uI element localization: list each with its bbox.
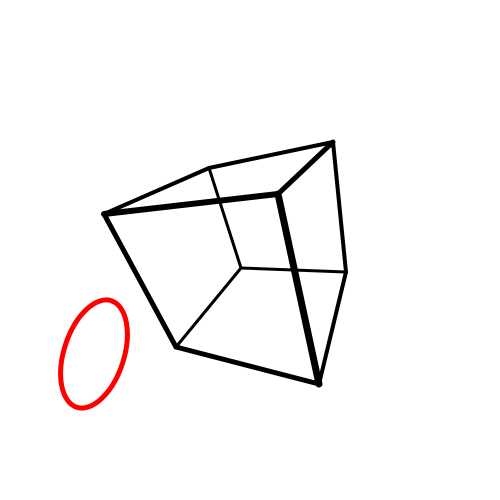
edge-right-to-bottom-right xyxy=(317,270,348,386)
edge-front-top-to-top-right xyxy=(275,139,336,197)
edge-top-to-top-right xyxy=(207,140,335,170)
back-edge-top-to-inner xyxy=(207,166,243,270)
edge-top-right-to-right xyxy=(331,140,348,274)
edge-front-top-to-bottom-right xyxy=(274,190,323,388)
edge-bottom-left-to-top-left xyxy=(101,211,179,350)
frustum-front-edges xyxy=(101,139,348,388)
edge-bottom-right-to-bottom-left xyxy=(173,344,322,387)
back-edge-inner-to-bottom-left xyxy=(174,266,243,349)
edge-top-left-to-front-top xyxy=(101,191,281,217)
edge-top-left-to-top xyxy=(102,166,211,216)
red-ellipse-marker xyxy=(58,297,130,411)
